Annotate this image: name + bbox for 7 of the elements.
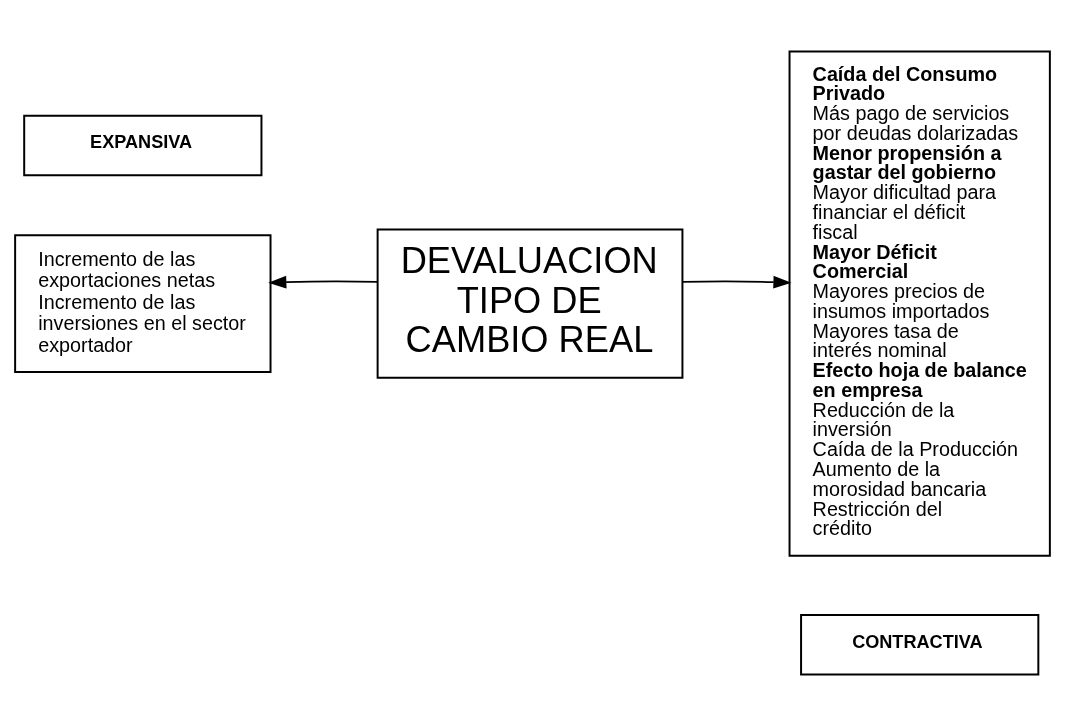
node-box: Incremento de las exportaciones netas Incremento de las inversiones en el sector exportador	[14, 233, 272, 373]
node-box: EXPANSIVA	[23, 114, 263, 176]
arrow	[268, 275, 379, 288]
arrow	[681, 275, 792, 288]
node-box: Caída del Consumo Privado Más pago de servicios por deudas dolarizadas Menor propensión a gastar del gobierno Mayor dificultad para financiar el déficit fiscal Mayor Déficit Comercial Mayores precios de insumos importados Mayores tasa de interés nominal Efecto hoja de balance en empresa Reducción de la inversión Caída de la Producción Aumento de la morosidad bancaria Restricción del crédito	[788, 50, 1051, 557]
node-box: CONTRACTIVA	[800, 613, 1040, 675]
node-box: DEVALUACION TIPO DE CAMBIO REAL	[376, 228, 684, 379]
